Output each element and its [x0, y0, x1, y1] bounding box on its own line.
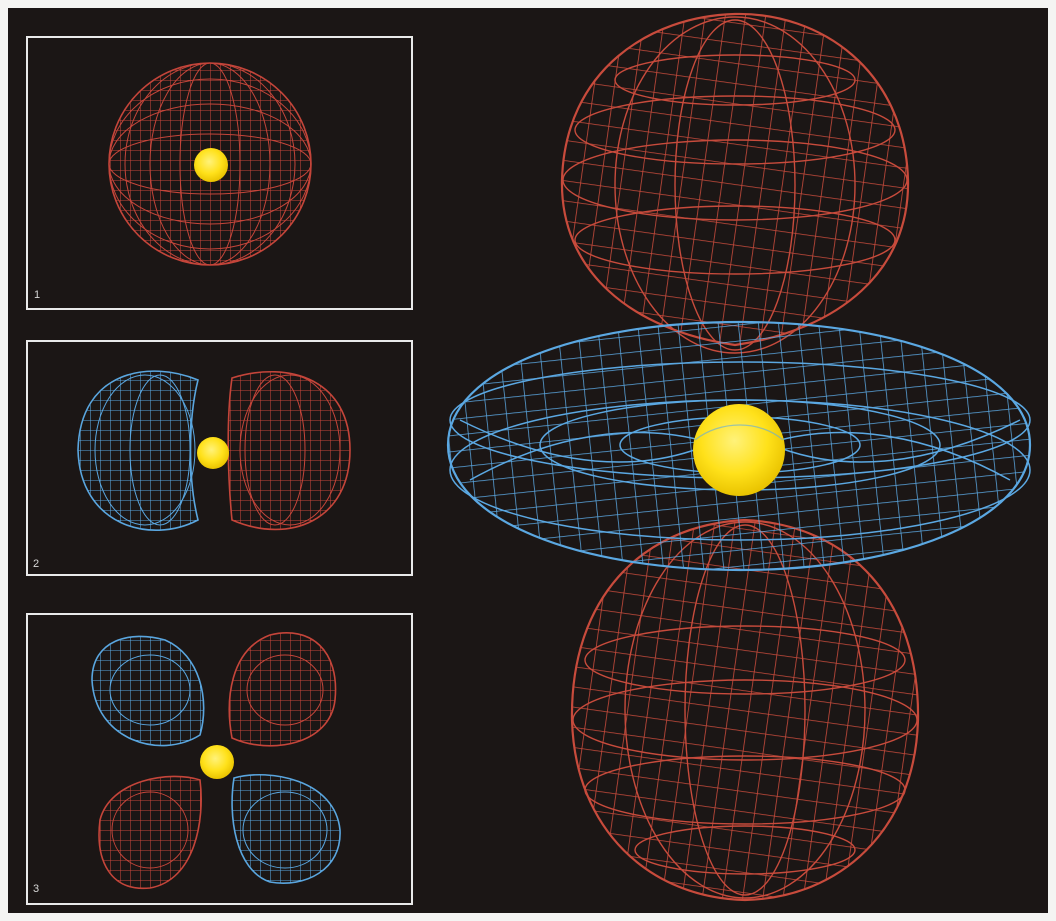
nucleus-panel-2: [197, 437, 229, 469]
nucleus-panel-3: [200, 745, 234, 779]
p-orbital-red-lobe: [228, 372, 350, 530]
panel-3-number-label: 3: [33, 884, 39, 895]
nucleus-main: [693, 404, 785, 496]
main-red-lobe-bottom: [572, 520, 918, 900]
panel-2-number-label: 2: [33, 559, 39, 570]
panel-1-number-label: 1: [34, 290, 40, 301]
nucleus-panel-1: [194, 148, 228, 182]
